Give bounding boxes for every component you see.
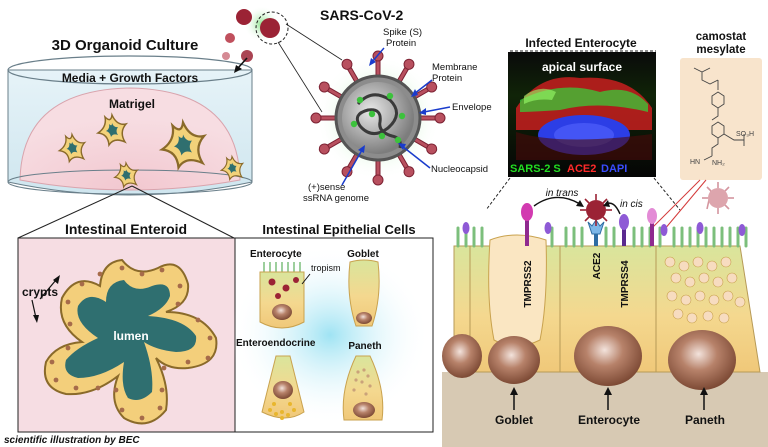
lumen-label: lumen [113,329,148,343]
left-edge-nucleus [442,334,482,378]
nh2-label: NH₂ [712,160,725,167]
ace2-label: ACE2 [592,252,603,279]
membrane-label-2: Protein [432,73,462,84]
enterocyte-small-label: Enterocyte [250,249,302,260]
matrigel-dome [19,87,241,191]
nucleocapsid-dots [350,92,406,144]
paneth-nucleus [668,330,736,390]
in-trans-label: in trans [546,188,579,199]
enteroid-lumen [65,280,197,400]
matrigel-label: Matrigel [109,97,155,111]
spike-label-1: Spike (S) [383,27,422,38]
organoid-small-2 [95,112,129,148]
purple-receptors [462,222,746,236]
goblet-nucleus [488,336,540,384]
in-trans-arrow [533,196,581,207]
enteroendocrine-label: Enteroendocrine [236,338,316,349]
epithelial-goblet [348,259,380,327]
pink-receptor-right [647,208,657,246]
nucleocapsid-label: Nucleocapsid [431,164,488,175]
enteroid-nuclei [49,265,213,421]
ace2-receptor [587,219,605,246]
tissue-paneth-label: Paneth [685,413,725,427]
tissue-arrowheads [510,387,708,395]
spike-label-2: Protein [386,38,416,49]
in-cis-label: in cis [620,199,643,210]
tissue-section [442,182,768,447]
bound-virus [580,194,612,226]
organoid-title: 3D Organoid Culture [52,37,199,54]
organoid-small-1 [57,132,87,164]
goblet-small-label: Goblet [347,249,379,260]
microvilli [456,226,748,248]
spike-proteins [310,50,446,186]
organoid-small-3 [113,160,139,189]
rna-genome [355,93,402,149]
free-virus-right [702,182,734,214]
drug-title-1: camostat [696,31,747,43]
membrane-label-1: Membrane [432,62,477,73]
tmprss4-label: TMPRSS4 [620,260,631,308]
micrograph-zoom-left [485,177,511,211]
tmprss4-protease [619,214,629,246]
legend-ace2: ACE2 [567,163,596,175]
zoom-line-2 [277,41,323,113]
apical-label: apical surface [542,60,622,74]
micrograph [508,52,656,177]
enterocyte-nucleus [574,326,642,386]
enteroid-drawing [44,258,218,425]
enteroid-title: Intestinal Enteroid [65,221,187,237]
organoid-small-4 [219,154,245,182]
micrograph-title: Infected Enterocyte [525,36,637,50]
paneth-small-label: Paneth [348,341,381,352]
virion [310,50,446,186]
goblet-vacuole [488,234,547,347]
nh-label: HN [690,159,700,166]
tmprss2-label: TMPRSS2 [523,260,534,308]
virus-particles-top [222,6,289,62]
drug-structure: SO₃H NH₂ HN [680,58,762,180]
legend-dapi: DAPI [601,163,627,175]
tropism-label: tropism [311,263,341,273]
crypts-label: crypts [22,285,58,299]
tissue-goblet-label: Goblet [495,413,533,427]
media-label: Media + Growth Factors [62,71,199,85]
virus-title: SARS-CoV-2 [320,7,403,23]
epithelial-paneth [342,355,384,421]
organoid-large [158,118,208,171]
envelope-label: Envelope [452,102,492,113]
micrograph-zoom-right [653,177,681,211]
virus-to-dish-arrow [237,57,248,69]
drug-title-2: mesylate [696,44,745,56]
epithelial-enteroendocrine [261,355,305,420]
legend-s: SARS-2 S [510,163,561,175]
drug-pointer-1 [649,179,701,231]
genome-label-1: (+)sense [308,182,345,193]
so3h-label: SO₃H [736,131,754,138]
genome-label-2: ssRNA genome [303,193,369,204]
micrograph-legend: SARS-2 S ACE2 DAPI [510,163,627,175]
paneth-granules [664,256,746,324]
zoom-line-1 [285,23,343,61]
tissue-enterocyte-label: Enterocyte [578,413,640,427]
culture-dish [7,55,253,196]
credit-text: scientific illustration by BEC [4,435,140,446]
epithelial-title: Intestinal Epithelial Cells [262,222,415,237]
epithelial-enterocyte [259,262,305,329]
drug-pointer-2 [663,179,707,231]
tmprss2-protease [521,203,533,246]
